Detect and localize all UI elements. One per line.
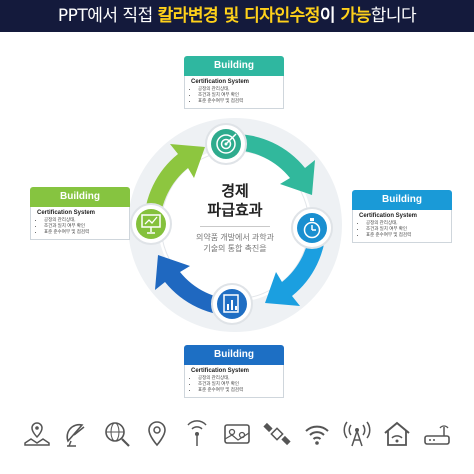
map-marker-icon <box>224 424 250 444</box>
box-body: Certification System 공정의 관리상태, 조건과 일치 여부… <box>352 210 452 243</box>
box-title: Certification System <box>191 79 250 85</box>
box-body: Certification System 공정의 관리상태, 조건과 일치 여부… <box>184 76 284 109</box>
center-title: 경제 파급효과 <box>190 182 280 220</box>
presentation-board-icon <box>130 203 172 245</box>
center-divider <box>200 226 270 227</box>
center-title-line1: 경제 <box>221 182 249 200</box>
box-title: Certification System <box>359 213 418 219</box>
location-pin-icon <box>148 421 166 447</box>
info-box-left: Building Certification System 공정의 관리상태, … <box>30 187 130 240</box>
box-item: 조건과 일치 여부 확인 <box>198 381 279 387</box>
radio-wave-icon <box>343 421 371 447</box>
map-pin-icon <box>24 422 50 446</box>
globe-search-icon <box>105 422 130 447</box>
box-header: Building <box>184 56 284 76</box>
center-sub-line2: 기술의 통합 촉진을 <box>203 244 267 253</box>
banner-text-1: PPT에서 직접 <box>57 6 158 26</box>
box-item: 조건과 일치 여부 확인 <box>44 223 125 229</box>
box-item: 공정의 관리상태, <box>198 375 279 381</box>
info-box-top: Building Certification System 공정의 관리상태, … <box>184 56 284 109</box>
box-body: Certification System 공정의 관리상태, 조건과 일치 여부… <box>184 365 284 398</box>
cycle-arrow-teal <box>232 133 315 195</box>
wifi-icon <box>305 425 329 445</box>
center-subtitle: 의약품 개발에서 과학과 기술의 통합 촉진을 <box>192 232 278 254</box>
box-item: 표준 준수여부 및 점검력 <box>198 98 279 104</box>
box-title: Certification System <box>191 368 250 374</box>
satellite-dish-icon <box>66 423 85 447</box>
router-icon <box>424 425 450 445</box>
box-item: 공정의 관리상태, <box>44 217 125 223</box>
target-icon <box>205 123 247 165</box>
box-title: Certification System <box>37 210 96 216</box>
home-wifi-icon <box>384 421 410 446</box>
banner-text-3: 합니다 <box>370 6 417 26</box>
box-header: Building <box>30 187 130 207</box>
bottom-icon-row <box>22 415 452 453</box>
box-header: Building <box>184 345 284 365</box>
promo-banner: PPT에서 직접 칼라변경 및 디자인수정이 가능합니다 <box>0 0 474 32</box>
broadcast-signal-icon <box>187 420 207 446</box>
center-title-line2: 파급효과 <box>207 201 263 219</box>
box-item: 표준 준수여부 및 점검력 <box>366 232 447 238</box>
center-sub-line1: 의약품 개발에서 과학과 <box>195 233 275 242</box>
box-item: 표준 준수여부 및 점검력 <box>198 387 279 393</box>
bar-chart-document-icon <box>211 283 253 325</box>
banner-text-2: 이 <box>319 6 341 26</box>
satellite-icon <box>263 422 291 446</box>
info-box-bottom: Building Certification System 공정의 관리상태, … <box>184 345 284 398</box>
box-item: 표준 준수여부 및 점검력 <box>44 229 125 235</box>
banner-highlight-2: 가능 <box>340 6 371 26</box>
box-item: 조건과 일치 여부 확인 <box>198 92 279 98</box>
banner-highlight-1: 칼라변경 및 디자인수정 <box>157 6 321 26</box>
box-item: 조건과 일치 여부 확인 <box>366 226 447 232</box>
info-box-right: Building Certification System 공정의 관리상태, … <box>352 190 452 243</box>
stopwatch-icon <box>291 207 333 249</box>
box-item: 공정의 관리상태, <box>366 220 447 226</box>
box-item: 공정의 관리상태, <box>198 86 279 92</box>
box-header: Building <box>352 190 452 210</box>
box-body: Certification System 공정의 관리상태, 조건과 일치 여부… <box>30 207 130 240</box>
